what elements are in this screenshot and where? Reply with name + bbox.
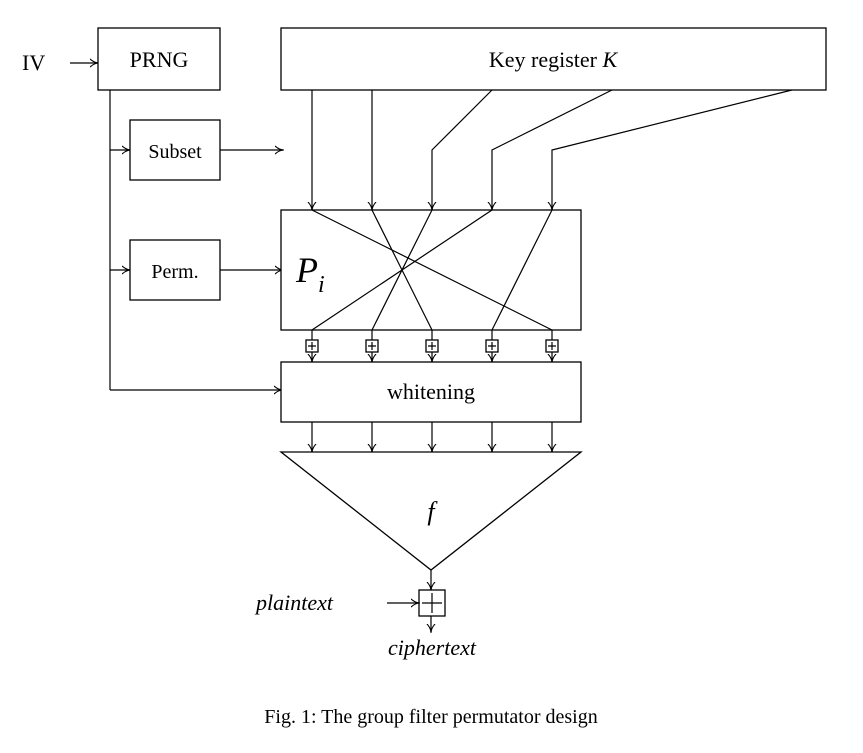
- plaintext-label: plaintext: [254, 590, 334, 615]
- permutation-wire-5: [491, 209, 553, 331]
- small-xor-4: [485, 330, 499, 362]
- small-xor-1: [305, 330, 319, 362]
- prng-label: PRNG: [130, 47, 189, 72]
- filter-function-label: f: [427, 497, 438, 526]
- key-bit-line-3: [432, 89, 493, 210]
- key-register-label: Key register K: [489, 47, 619, 72]
- key-register-box: [280, 27, 827, 91]
- permutation-wire-4: [311, 209, 493, 331]
- permutation-wire-1: [311, 209, 553, 331]
- subset-box: [129, 119, 221, 181]
- iv-label: IV: [22, 50, 45, 75]
- figure-caption: Fig. 1: The group filter permutator desi…: [264, 706, 597, 728]
- small-xor-3: [425, 330, 439, 362]
- xor-plus-icon: [422, 593, 442, 613]
- key-bit-line-4: [492, 89, 613, 210]
- perm-label: Perm.: [151, 261, 198, 283]
- key-symbol: K: [601, 47, 618, 72]
- xor-row: [305, 330, 559, 362]
- whitening-label: whitening: [387, 379, 475, 404]
- small-xor-2: [365, 330, 379, 362]
- perm-box: [129, 239, 221, 301]
- whitening-box: [280, 361, 582, 423]
- permutation-symbol: Pi: [295, 250, 325, 298]
- prng-box: [97, 27, 221, 91]
- filter-function-triangle: [279, 451, 583, 571]
- ciphertext-label: ciphertext: [388, 635, 477, 660]
- key-bit-line-5: [552, 89, 793, 210]
- small-xor-5: [545, 330, 559, 362]
- subset-label: Subset: [148, 141, 202, 163]
